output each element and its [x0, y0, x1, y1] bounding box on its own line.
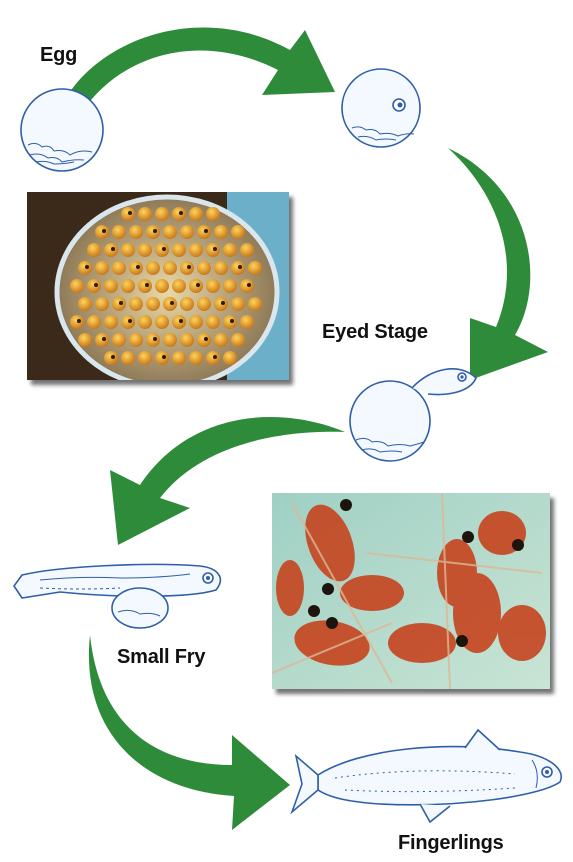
- egg-label: Egg: [40, 44, 77, 67]
- fingerlings-label: Fingerlings: [398, 832, 504, 855]
- eyed-stage-sketch: [350, 369, 476, 461]
- eggs-photo: [27, 192, 289, 380]
- small-fry-sketch: [14, 564, 220, 628]
- alevins-photo: [272, 493, 550, 689]
- eyed-stage-label: Eyed Stage: [322, 321, 428, 344]
- small-fry-label: Small Fry: [117, 646, 205, 669]
- egg-sketch: [21, 89, 103, 171]
- eyed-egg-sketch: [342, 69, 420, 147]
- arrow-egg-to-eyed: [62, 28, 335, 112]
- arrow-eyed-to-hatch: [448, 148, 548, 380]
- fingerling-sketch: [292, 730, 561, 822]
